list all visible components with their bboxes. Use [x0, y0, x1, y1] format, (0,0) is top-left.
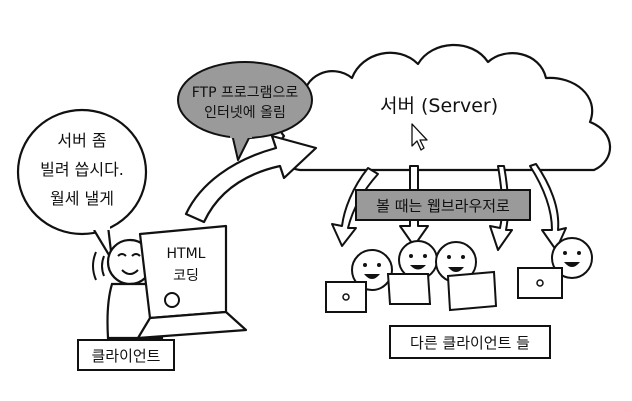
- motion-mark-2: [92, 251, 97, 281]
- upload-bubble: FTP 프로그램으로 인터넷에 올림: [177, 61, 313, 161]
- server-label: 서버 (Server): [380, 95, 498, 117]
- other-client-3-eye-right: [461, 255, 465, 259]
- laptop-line-2: 코딩: [173, 268, 199, 284]
- other-client-2-mouth: [410, 265, 426, 270]
- client-eye-left: [117, 253, 127, 257]
- other-client-4-mouth: [564, 262, 580, 267]
- other-client-3-eye-left: [447, 255, 451, 259]
- upload-bubble-line-2: 인터넷에 올림: [204, 105, 286, 121]
- browser-label-text: 볼 때는 웹브라우저로: [376, 197, 510, 215]
- client-label-text: 클라이언트: [91, 347, 160, 365]
- motion-mark-1: [101, 255, 105, 277]
- client-eye-right: [131, 253, 141, 257]
- other-client-1-laptop: [325, 281, 367, 313]
- other-client-2-laptop: [386, 273, 432, 305]
- speech-line-1: 서버 좀: [57, 131, 106, 150]
- other-client-1-laptop-logo: [342, 293, 350, 301]
- upload-bubble-tail-join: [230, 130, 252, 138]
- other-clients-label-text: 다른 클라이언트 들: [410, 334, 530, 352]
- other-clients-label-rect: [389, 325, 551, 359]
- client-hand: [164, 292, 180, 308]
- server-cloud: 서버 (Server): [276, 43, 612, 172]
- other-client-1: [325, 249, 393, 313]
- other-client-4-eye-left: [563, 251, 567, 255]
- speech-bubble-tail-join: [92, 222, 110, 230]
- other-client-1-mouth: [364, 274, 380, 279]
- other-client-2-eye-left: [409, 254, 413, 258]
- other-client-1-eye-left: [363, 263, 367, 267]
- other-client-3-laptop: [446, 270, 498, 312]
- other-client-3: [435, 241, 498, 312]
- other-client-4: [517, 237, 593, 299]
- client-label-rect: [77, 339, 175, 371]
- other-client-4-laptop-logo: [536, 279, 544, 287]
- speech-bubble-shape: [16, 108, 148, 236]
- other-client-1-eye-right: [377, 263, 381, 267]
- download-arrow-4: [529, 163, 567, 251]
- laptop-line-1: HTML: [167, 246, 206, 262]
- other-clients: [325, 237, 593, 313]
- other-client-4-eye-right: [577, 251, 581, 255]
- client-mouth: [121, 269, 139, 275]
- client-laptop: HTML 코딩: [136, 224, 248, 340]
- other-client-2: [386, 240, 438, 305]
- upload-bubble-line-1: FTP 프로그램으로: [192, 85, 299, 101]
- other-client-2-eye-right: [423, 254, 427, 258]
- mouse-cursor-icon: [411, 123, 428, 151]
- upload-arrow: [184, 134, 318, 224]
- speech-line-3: 월세 낼게: [50, 189, 114, 208]
- other-clients-label-box: 다른 클라이언트 들: [389, 325, 551, 359]
- upload-arrow-shape: [184, 134, 318, 224]
- laptop-base: [136, 310, 248, 340]
- speech-line-2: 빌려 씁시다.: [40, 160, 124, 179]
- other-client-4-laptop: [517, 267, 563, 299]
- browser-label-rect: [355, 189, 531, 221]
- client-label-box: 클라이언트: [77, 339, 175, 371]
- other-client-1-head: [351, 249, 393, 291]
- client-speech-bubble: 서버 좀 빌려 씁시다. 월세 낼게: [16, 108, 148, 262]
- browser-label-box: 볼 때는 웹브라우저로: [355, 189, 531, 221]
- other-client-3-mouth: [448, 267, 464, 272]
